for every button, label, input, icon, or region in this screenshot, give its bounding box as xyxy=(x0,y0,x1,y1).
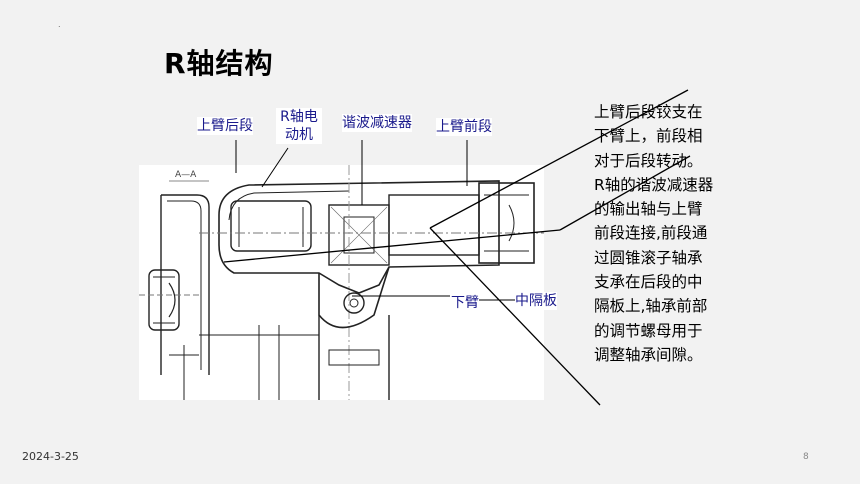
label-upper-arm-front: 上臂前段 xyxy=(436,118,492,136)
description-text: 上臂后段铰支在下臂上，前段相对于后段转动。 R轴的谐波减速器的输出轴与上臂前段连… xyxy=(594,103,714,364)
label-harmonic-reducer: 谐波减速器 xyxy=(342,114,412,132)
label-upper-arm-rear: 上臂后段 xyxy=(197,117,253,135)
label-r-axis-motor: R轴电动机 xyxy=(276,108,322,144)
section-mark-label: A—A xyxy=(175,170,197,180)
page-number: 8 xyxy=(803,452,809,462)
label-lower-arm: 下臂 xyxy=(451,294,479,312)
label-middle-partition: 中隔板 xyxy=(515,292,557,310)
r-axis-drawing: A—A xyxy=(139,165,544,400)
footer-date: 2024-3-25 xyxy=(22,450,79,463)
slide-title: R轴结构 xyxy=(164,47,274,80)
slide-dot: . xyxy=(58,20,61,29)
